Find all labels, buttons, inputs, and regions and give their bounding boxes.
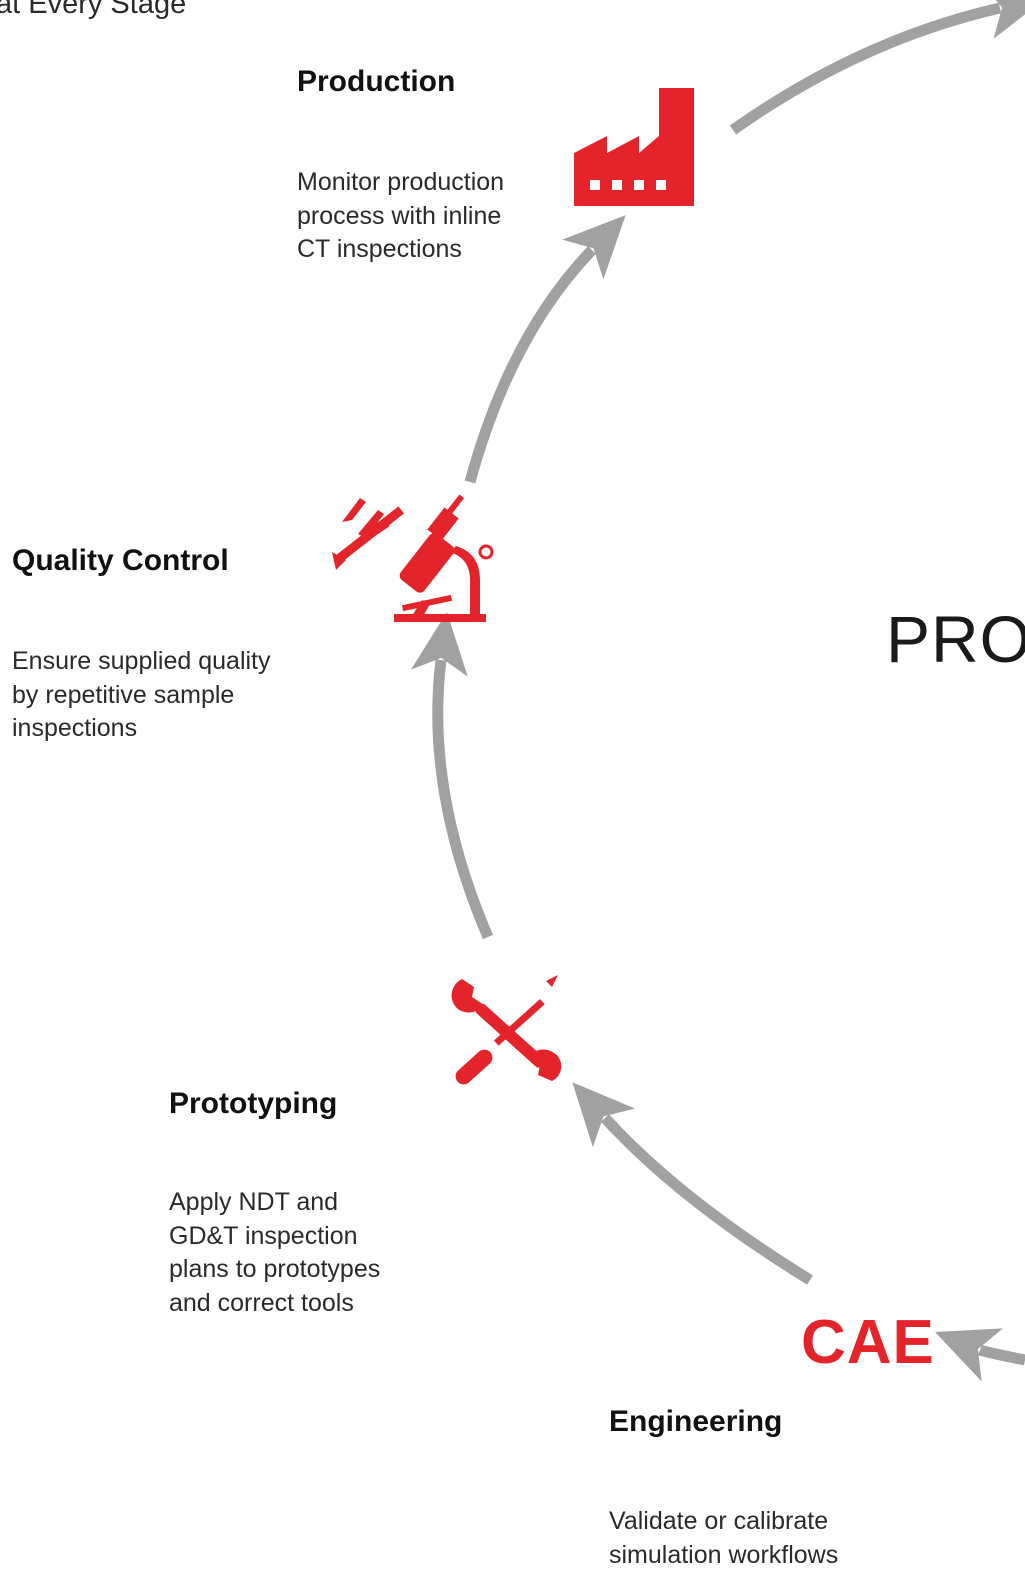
arrow-engineering-to-prototyping	[572, 1082, 813, 1285]
production-title: Production	[297, 65, 456, 98]
arrow-production-to-next	[729, 0, 1025, 135]
cae-icon: CAE	[801, 1308, 935, 1377]
prototyping-title: Prototyping	[169, 1087, 338, 1120]
center-label: PRO	[886, 602, 1025, 676]
arrow-incoming-to-engineering	[935, 1328, 1025, 1382]
prototyping-description-line: Apply NDT and	[169, 1188, 339, 1216]
caliper-microscope-icon	[332, 494, 494, 622]
arrow-quality-to-production	[464, 215, 626, 484]
factory-icon	[574, 88, 694, 206]
production-description: Monitor production process with inline C…	[297, 166, 504, 267]
quality-control-description: Ensure supplied quality by repetitive sa…	[12, 645, 271, 746]
engineering-description-line: simulation workflows	[609, 1540, 839, 1569]
quality-control-description-line: by repetitive sample	[12, 680, 235, 709]
production-description-line: process with inline	[297, 201, 502, 230]
prototyping-description-line: and correct tools	[169, 1288, 354, 1317]
production-description-line: Monitor production	[297, 168, 505, 196]
prototyping-description-line: plans to prototypes	[169, 1255, 381, 1283]
quality-control-title: Quality Control	[12, 544, 229, 577]
engineering-title: Engineering	[609, 1405, 783, 1438]
prototyping-description: Apply NDT and GD&T inspection plans to p…	[169, 1186, 380, 1320]
arrow-prototyping-to-quality	[411, 611, 494, 940]
engineering-description: Validate or calibrate simulation workflo…	[609, 1505, 838, 1572]
quality-control-description-line: inspections	[12, 714, 138, 742]
production-description-line: CT inspections	[297, 235, 462, 263]
prototyping-description-line: GD&T inspection	[169, 1221, 358, 1250]
engineering-description-line: Validate or calibrate	[609, 1507, 829, 1535]
quality-control-description-line: Ensure supplied quality	[12, 647, 271, 675]
page-subtitle: at Every Stage	[0, 0, 187, 20]
wrench-screwdriver-icon	[451, 975, 562, 1085]
